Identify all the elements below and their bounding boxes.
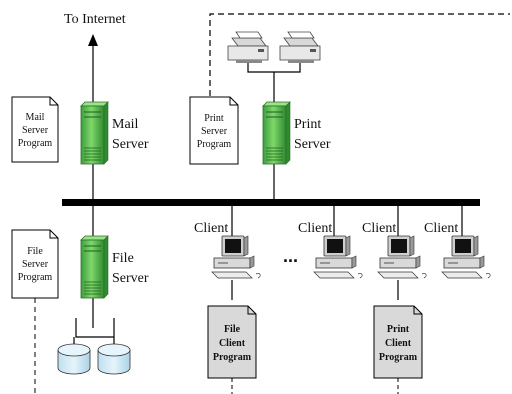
doc-line: Program (213, 352, 252, 363)
print-server-program-doc: Print Server Program (189, 96, 239, 165)
computer-icon (441, 235, 491, 279)
doc-line: Mail (26, 112, 45, 123)
doc-line: Program (379, 352, 418, 363)
client-2: Client (298, 206, 363, 279)
print-server-group: Print Server Program Print Server (189, 31, 331, 199)
network-bus (62, 199, 480, 206)
mail-server-program-doc: Mail Server Program (11, 96, 59, 163)
printer-icon (227, 31, 269, 63)
document-icon (11, 96, 59, 163)
doc-line: Print (387, 324, 410, 335)
computer-icon (377, 235, 427, 279)
server-tower-icon (262, 101, 291, 165)
doc-line: File (224, 324, 241, 335)
computer-icon (211, 235, 261, 279)
doc-line: Program (18, 138, 53, 149)
dashed-link (209, 13, 510, 106)
client-3: Client Print Client Program (362, 206, 427, 394)
mail-server-group: To Internet Mail Server Program Mail Ser… (11, 12, 149, 199)
disk-icon (97, 343, 131, 375)
ellipsis: ... (283, 246, 298, 266)
server-label: Mail (112, 117, 139, 132)
client-label: Client (424, 221, 458, 236)
server-label: Server (294, 137, 331, 152)
document-icon (373, 305, 423, 379)
doc-line: Program (18, 272, 53, 283)
client-1: Client File Client Program (194, 206, 261, 394)
server-label: File (112, 251, 134, 266)
file-server-program-doc: File Server Program (11, 229, 59, 299)
document-icon (207, 305, 257, 379)
client-label: Client (362, 221, 396, 236)
doc-line: Program (197, 139, 232, 150)
arrow-up-icon (88, 34, 98, 46)
file-client-program-doc: File Client Program (207, 305, 257, 379)
doc-line: File (27, 246, 43, 257)
printer-icon (279, 31, 321, 63)
server-tower-icon (80, 101, 109, 165)
document-icon (11, 229, 59, 299)
file-server-group: File Server Program File Server (11, 206, 149, 394)
doc-line: Client (219, 338, 246, 349)
doc-line: Print (204, 113, 224, 124)
server-label: Print (294, 117, 321, 132)
client-4: Client (424, 206, 491, 279)
disk-icon (57, 343, 91, 375)
server-tower-icon (80, 235, 109, 299)
client-label: Client (194, 221, 228, 236)
doc-line: Server (22, 125, 49, 136)
server-label: Server (112, 137, 149, 152)
doc-line: Server (22, 259, 49, 270)
print-client-program-doc: Print Client Program (373, 305, 423, 379)
doc-line: Server (201, 126, 228, 137)
computer-icon (313, 235, 363, 279)
internet-label: To Internet (64, 12, 126, 27)
client-label: Client (298, 221, 332, 236)
document-icon (189, 96, 239, 165)
doc-line: Client (385, 338, 412, 349)
server-label: Server (112, 271, 149, 286)
